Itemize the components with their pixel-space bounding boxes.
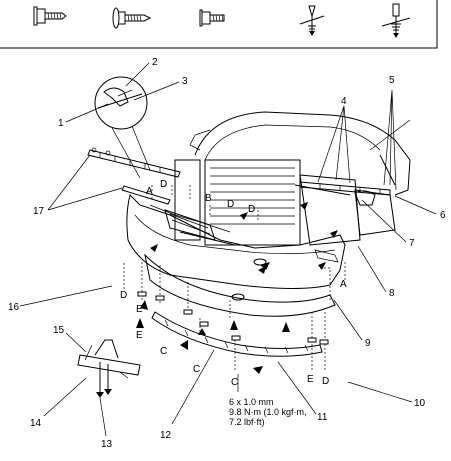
callout-11: 11 — [317, 412, 328, 423]
letter-d-right: D — [322, 376, 329, 387]
letter-e-right: E — [307, 374, 314, 385]
callout-2: 2 — [152, 57, 158, 68]
lower-clip-detail — [77, 339, 141, 398]
callout-9: 9 — [365, 338, 371, 349]
callout-12: 12 — [160, 430, 172, 441]
fastener-marks — [136, 202, 338, 374]
callout-3: 3 — [182, 76, 188, 87]
torque-spec: 6 x 1.0 mm 9.8 N·m (1.0 kgf·m, 7.2 lbf·f… — [229, 397, 307, 427]
callout-8: 8 — [389, 288, 395, 299]
letter-d-upper-2: D — [227, 199, 234, 210]
leader-lines — [19, 62, 437, 437]
connector-letters: A B D D D A D E E C C C E D — [120, 179, 347, 388]
torque-spec-line1: 6 x 1.0 mm — [229, 397, 274, 407]
push-clip-icon — [299, 5, 325, 36]
callout-15: 15 — [53, 325, 65, 336]
torque-spec-line3: 7.2 lbf·ft) — [229, 417, 265, 427]
callout-7: 7 — [409, 238, 415, 249]
letter-d-upper-1: D — [160, 179, 167, 190]
upper-bracket-rail — [299, 181, 391, 206]
callout-1: 1 — [58, 118, 64, 129]
letter-c-3: C — [231, 377, 238, 388]
letter-b-upper: B — [205, 193, 212, 204]
letter-d-left: D — [120, 290, 127, 301]
letter-e-left-2: E — [136, 330, 143, 341]
callout-14: 14 — [30, 418, 42, 429]
letter-c-2: C — [193, 364, 200, 375]
callout-17: 17 — [33, 206, 45, 217]
bumper-holder-strip — [87, 147, 181, 205]
vehicle-front-body — [174, 111, 411, 246]
letter-a-right: A — [340, 279, 347, 290]
letter-a-upper: A — [146, 186, 153, 197]
callout-5: 5 — [389, 75, 395, 86]
letter-e-left-1: E — [136, 304, 143, 315]
callout-4: 4 — [341, 96, 347, 107]
callout-numbers: 1 2 3 4 5 6 7 8 9 10 11 12 13 14 15 16 1… — [8, 57, 446, 450]
flange-bolt-icon — [33, 6, 67, 26]
clip-detail-circle — [94, 76, 151, 179]
letter-c-1: C — [160, 346, 167, 357]
callout-10: 10 — [414, 398, 426, 409]
fastener-legend — [0, 0, 438, 49]
lower-spoiler — [151, 311, 323, 357]
callout-13: 13 — [101, 439, 113, 450]
front-bumper-cover — [126, 194, 346, 317]
letter-d-upper-3: D — [248, 204, 255, 215]
clip-fastener-icon — [381, 3, 411, 38]
washer-screw-icon — [112, 7, 152, 29]
callout-6: 6 — [440, 210, 446, 221]
torque-spec-line2: 9.8 N·m (1.0 kgf·m, — [229, 407, 307, 417]
hex-bolt-icon — [199, 9, 225, 27]
callout-16: 16 — [8, 302, 20, 313]
